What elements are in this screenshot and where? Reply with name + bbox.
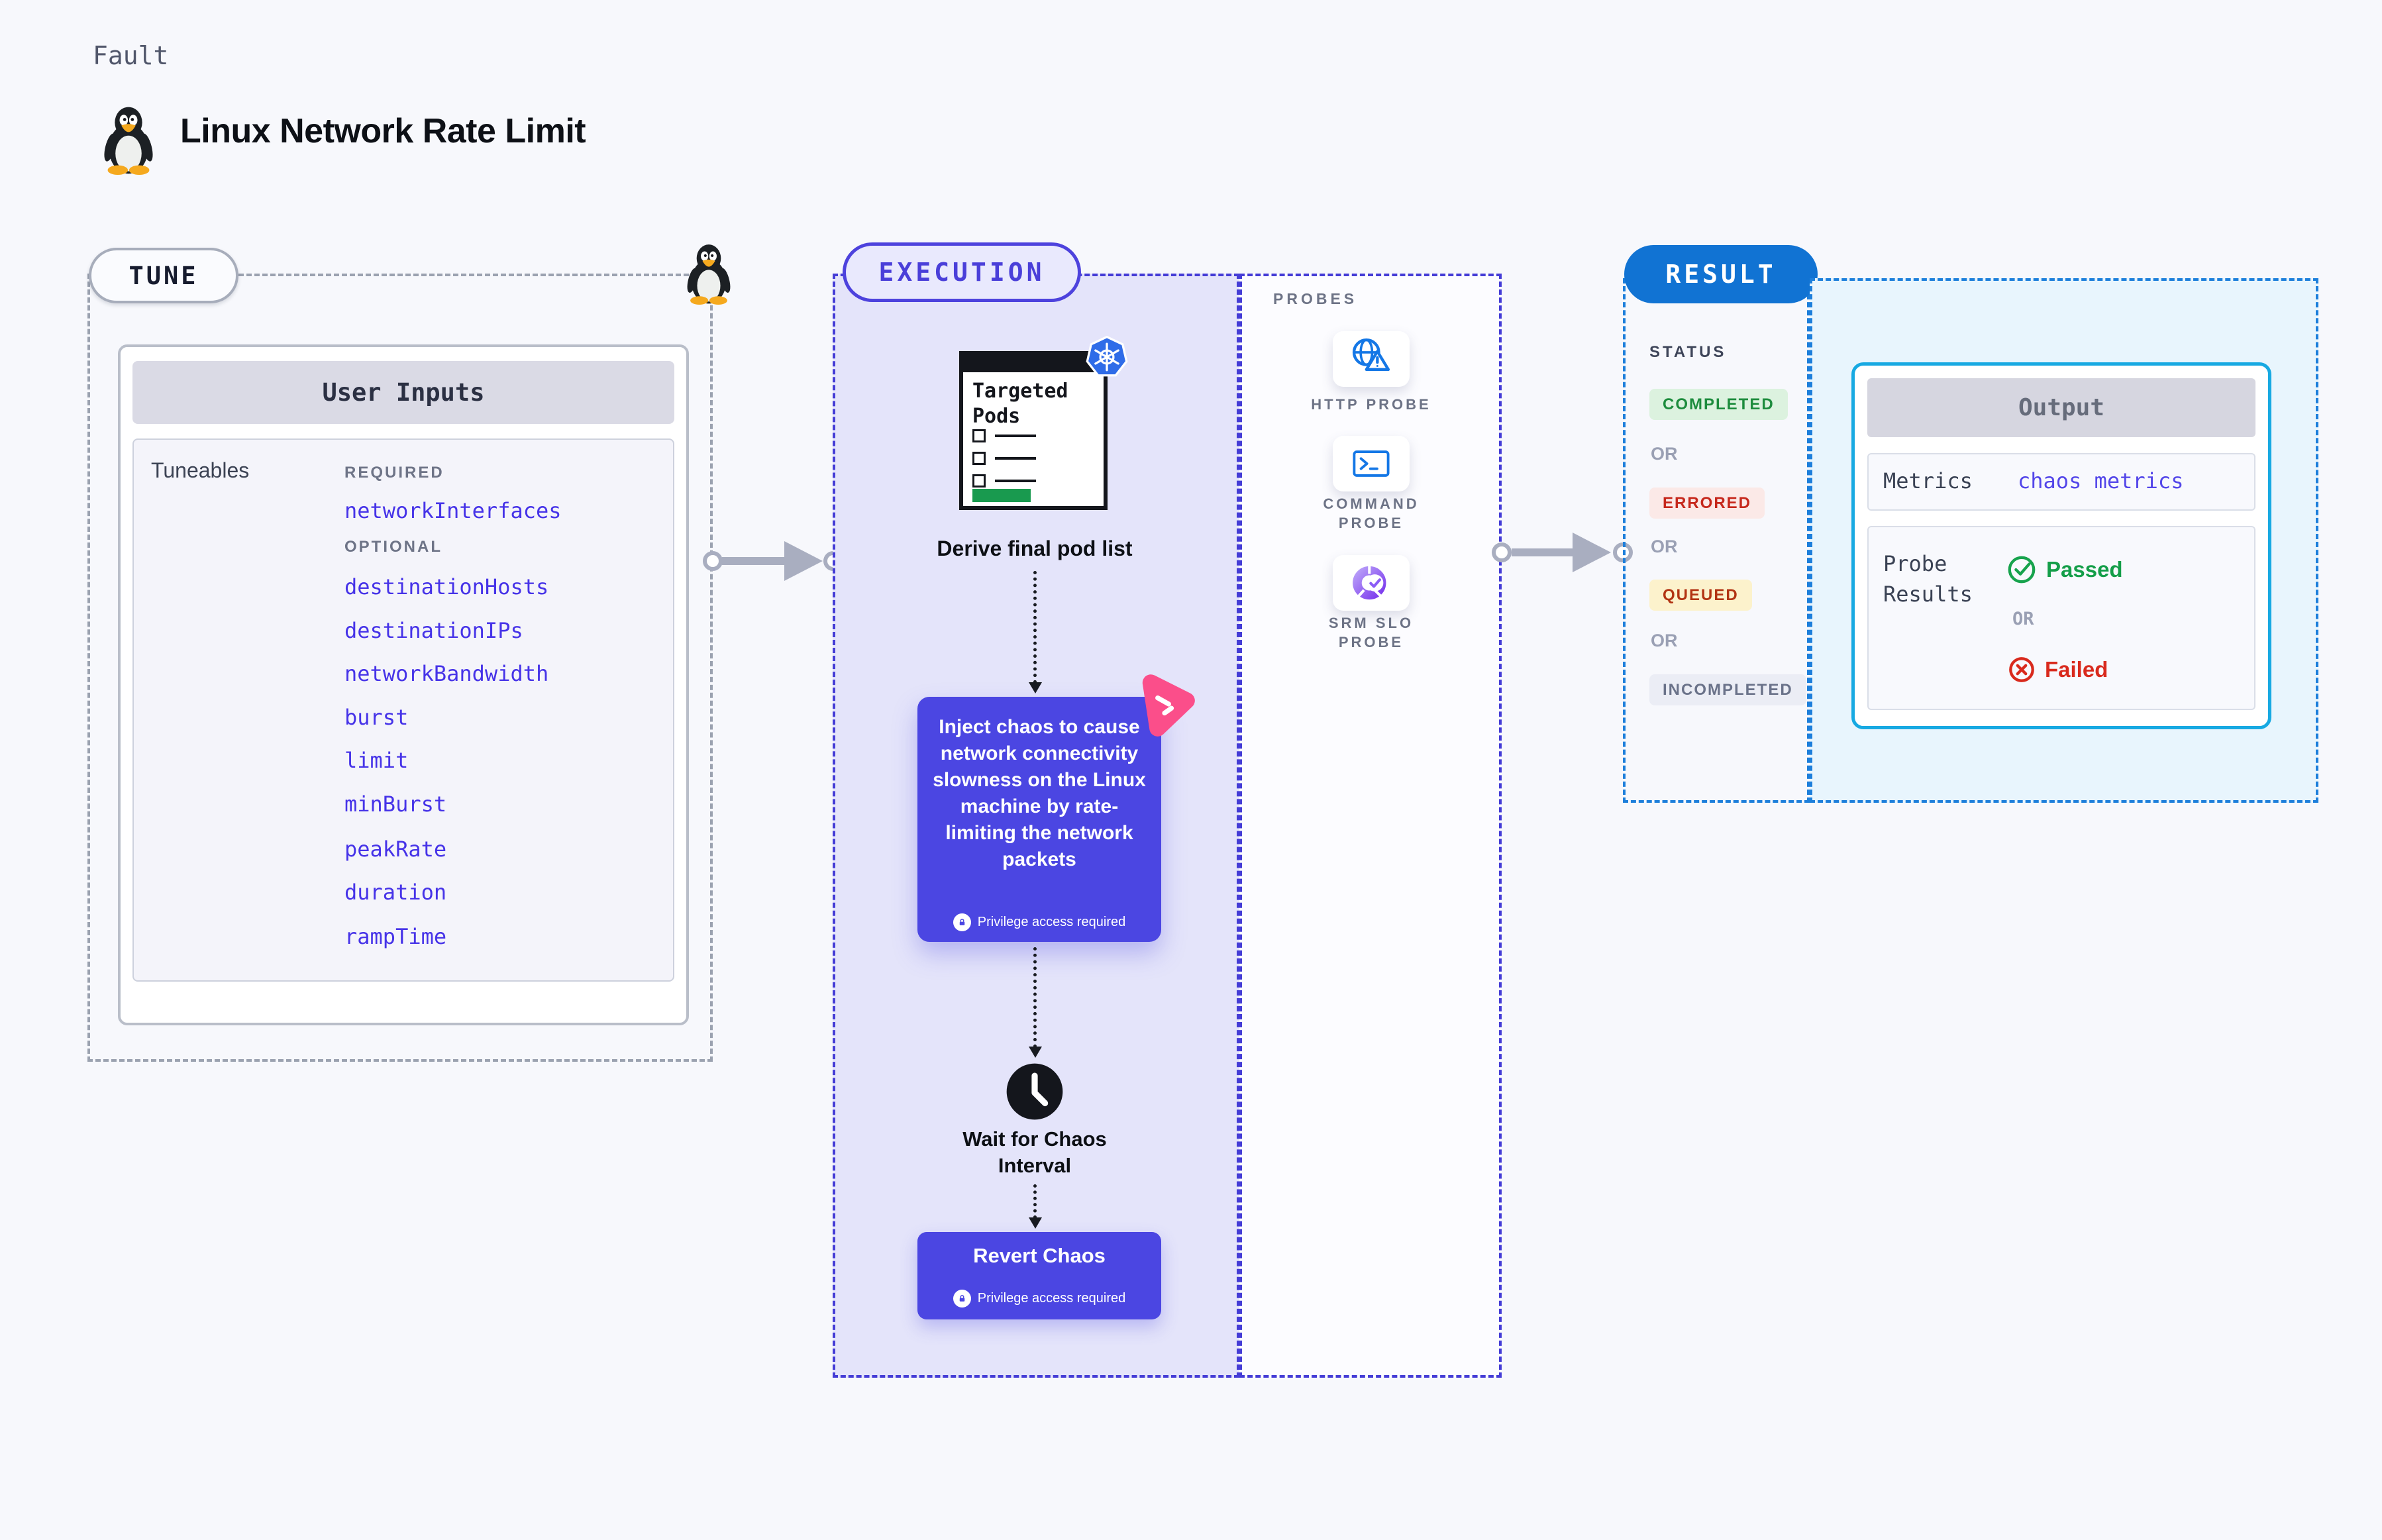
command-probe-label: COMMAND PROBE xyxy=(1323,495,1420,531)
privilege-label: Privilege access required xyxy=(977,915,1126,929)
flow-arrow-down xyxy=(1029,1184,1042,1229)
probes-edge-connector-circle xyxy=(1492,542,1512,562)
pod-list-row xyxy=(972,452,1036,465)
tuneables-panel xyxy=(132,438,674,982)
flow-arrow-down xyxy=(1029,947,1042,1058)
linux-tux-small-icon xyxy=(687,244,731,305)
status-badge-errored: ERRORED xyxy=(1649,488,1765,519)
tune-section-box xyxy=(87,274,713,1062)
param-link-networkBandwidth[interactable]: networkBandwidth xyxy=(344,661,549,686)
inject-chaos-box: Inject chaos to cause network connectivi… xyxy=(917,697,1161,942)
probes-section-label: PROBES xyxy=(1273,290,1358,307)
param-link-rampTime[interactable]: rampTime xyxy=(344,924,447,949)
pod-list-row xyxy=(972,429,1036,442)
probes-to-result-arrow-head xyxy=(1573,533,1611,572)
targeted-pods-label: Targeted Pods xyxy=(972,380,1068,428)
targeted-pods-icon: Targeted Pods xyxy=(959,351,1108,510)
lock-icon xyxy=(953,913,971,931)
passed-label: Passed xyxy=(2046,557,2123,582)
globe-warning-icon xyxy=(1352,338,1390,371)
probe-results-row xyxy=(1867,526,2255,710)
tuneables-label: Tuneables xyxy=(151,458,250,482)
clock-icon xyxy=(1006,1063,1063,1120)
param-link-peakRate[interactable]: peakRate xyxy=(344,837,447,862)
failed-label: Failed xyxy=(2045,657,2108,682)
metrics-label: Metrics xyxy=(1883,468,1973,493)
page-title: Linux Network Rate Limit xyxy=(180,112,586,150)
command-probe-card xyxy=(1333,436,1410,491)
terminal-icon xyxy=(1353,450,1390,477)
or-label: OR xyxy=(1651,631,1678,650)
param-link-destinationHosts[interactable]: destinationHosts xyxy=(344,574,549,599)
required-label: REQUIRED xyxy=(344,464,444,482)
result-badge: RESULT xyxy=(1624,245,1818,303)
srm-slo-probe-card xyxy=(1333,555,1410,611)
list-line xyxy=(995,435,1036,437)
litmus-chaos-icon xyxy=(1142,674,1195,737)
param-link-burst[interactable]: burst xyxy=(344,705,409,730)
probe-passed-result: Passed xyxy=(2006,554,2123,585)
param-link-duration[interactable]: duration xyxy=(344,880,447,905)
check-circle-icon xyxy=(2008,556,2036,584)
probe-results-label: Probe Results xyxy=(1883,551,1973,607)
chaos-metrics-link[interactable]: chaos metrics xyxy=(2018,468,2184,493)
revert-chaos-label: Revert Chaos xyxy=(973,1244,1106,1267)
user-inputs-header: User Inputs xyxy=(132,361,674,424)
output-header: Output xyxy=(1867,378,2255,437)
http-probe-card xyxy=(1333,331,1410,387)
green-progress-bar xyxy=(972,489,1031,502)
probes-to-result-arrow-line xyxy=(1512,548,1575,556)
status-badge-queued: QUEUED xyxy=(1649,580,1752,611)
tune-edge-connector-circle xyxy=(703,551,723,571)
x-circle-icon xyxy=(2009,657,2034,682)
param-link-minBurst[interactable]: minBurst xyxy=(344,792,447,817)
list-line xyxy=(995,457,1036,460)
checkbox-icon xyxy=(972,452,986,465)
privilege-row: Privilege access required xyxy=(917,1290,1161,1308)
or-label: OR xyxy=(1651,444,1678,464)
privilege-label: Privilege access required xyxy=(977,1291,1126,1306)
http-probe-label: HTTP PROBE xyxy=(1311,396,1431,413)
slo-donut-icon xyxy=(1353,564,1386,600)
flow-arrow-down xyxy=(1029,571,1042,693)
linux-tux-icon xyxy=(104,107,153,175)
execution-badge: EXECUTION xyxy=(843,242,1081,302)
checkbox-icon xyxy=(972,429,986,442)
targeted-pods-titlebar xyxy=(963,355,1104,372)
or-label: OR xyxy=(2012,609,2034,629)
srm-slo-probe-label: SRM SLO PROBE xyxy=(1328,615,1414,650)
or-label: OR xyxy=(1651,537,1678,556)
category-label: Fault xyxy=(93,41,169,70)
lock-icon xyxy=(953,1290,971,1308)
checkbox-icon xyxy=(972,474,986,488)
metrics-row xyxy=(1867,453,2255,511)
pod-list-row xyxy=(972,474,1036,488)
probe-failed-result: Failed xyxy=(2008,656,2108,684)
status-label: STATUS xyxy=(1649,343,1727,361)
privilege-row: Privilege access required xyxy=(917,913,1161,931)
tune-to-execution-arrow-line xyxy=(722,557,788,565)
kubernetes-icon xyxy=(1086,335,1128,377)
optional-label: OPTIONAL xyxy=(344,538,442,556)
param-link-limit[interactable]: limit xyxy=(344,748,409,773)
list-line xyxy=(995,480,1036,482)
param-link-networkInterfaces[interactable]: networkInterfaces xyxy=(344,498,562,523)
derive-pod-list-label: Derive final pod list xyxy=(937,537,1133,560)
wait-for-chaos-label: Wait for Chaos Interval xyxy=(962,1127,1107,1177)
revert-chaos-box: Revert Chaos Privilege access required xyxy=(917,1232,1161,1319)
inject-chaos-text: Inject chaos to cause network connectivi… xyxy=(933,716,1146,870)
tune-to-execution-arrow-head xyxy=(784,541,823,581)
tune-badge: TUNE xyxy=(89,248,238,303)
status-badge-incompleted: INCOMPLETED xyxy=(1649,674,1806,705)
status-badge-completed: COMPLETED xyxy=(1649,389,1788,420)
param-link-destinationIPs[interactable]: destinationIPs xyxy=(344,618,523,643)
